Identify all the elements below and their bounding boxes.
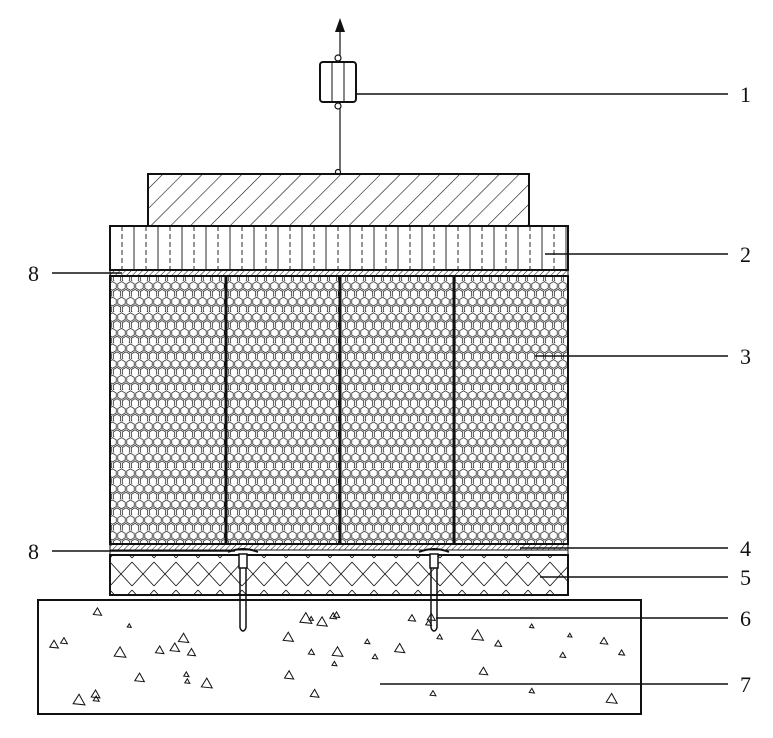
aggregate-mark [436, 633, 444, 640]
adhesive-layer-bottom [109, 543, 569, 551]
callout-5: 5 [740, 565, 751, 590]
aggregate-mark [282, 631, 295, 642]
callout-6: 6 [740, 606, 751, 631]
aggregate-mark [92, 606, 103, 616]
aggregate-mark [617, 648, 626, 656]
aggregate-mark [566, 632, 573, 638]
aggregate-mark [183, 677, 191, 684]
aggregate-mark [528, 623, 535, 629]
insulation-board [109, 275, 569, 545]
aggregate-mark [558, 651, 567, 659]
aggregate-mark [332, 610, 341, 619]
aggregate-mark [393, 642, 406, 654]
callout-1: 1 [740, 82, 751, 107]
aggregate-mark [200, 677, 214, 689]
aggregate-mark [309, 688, 320, 698]
aggregate-mark [363, 638, 371, 645]
aggregate-mark [59, 636, 69, 645]
aggregate-mark [528, 687, 536, 694]
aggregate-mark [493, 639, 503, 648]
aggregate-mark [92, 694, 101, 702]
callout-7: 7 [740, 672, 751, 697]
aggregate-mark [605, 692, 618, 704]
aggregate-mark [470, 628, 485, 641]
aggregate-mark [331, 660, 338, 667]
aggregate-mark [424, 619, 433, 626]
aggregate-mark [478, 666, 489, 676]
aggregate-mark [177, 632, 190, 644]
aggregate-mark [186, 647, 197, 657]
aggregate-mark [154, 645, 165, 655]
aggregate-mark [599, 636, 609, 645]
pull-device [319, 18, 357, 176]
anchor-left [227, 548, 259, 632]
aggregate-mark [429, 689, 437, 697]
concrete-base [37, 599, 642, 715]
leader-lines [52, 93, 728, 685]
mineral-wool-layer [109, 554, 569, 596]
aggregate-mark [169, 642, 181, 653]
aggregate-mark [299, 611, 313, 624]
aggregate-mark [72, 693, 86, 706]
aggregate-mark [407, 613, 417, 622]
surface-layer [109, 225, 569, 271]
callout-4: 4 [740, 536, 751, 561]
aggregate-mark [371, 653, 379, 660]
aggregate-mark [316, 615, 329, 627]
aggregate-mark [308, 615, 315, 622]
callout-3: 3 [740, 344, 751, 369]
callout-labels: 1 2 3 4 5 6 7 8 8 [28, 82, 751, 697]
aggregate-mark [113, 645, 127, 658]
aggregate-mark [133, 672, 146, 683]
aggregate-mark [331, 645, 344, 658]
aggregate-mark [126, 622, 133, 628]
aggregate-mark [283, 669, 295, 680]
callout-2: 2 [740, 242, 751, 267]
aggregate-mark [48, 639, 60, 649]
callout-8-bottom: 8 [28, 539, 39, 564]
aggregate-mark [328, 611, 338, 620]
aggregate-mark [182, 670, 190, 678]
callout-8-top: 8 [28, 261, 39, 286]
aggregate-mark [307, 648, 316, 656]
load-block [147, 173, 530, 227]
